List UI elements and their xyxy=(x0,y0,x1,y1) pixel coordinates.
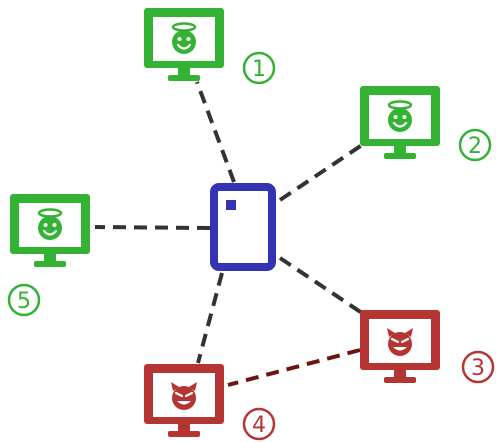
svg-text:4: 4 xyxy=(252,413,266,438)
computer-node-2 xyxy=(360,86,440,159)
node-label-5: 5 xyxy=(7,283,41,317)
monitor-base xyxy=(34,261,66,267)
monitor-base xyxy=(384,377,416,383)
svg-text:2: 2 xyxy=(468,134,482,159)
svg-text:5: 5 xyxy=(17,289,31,314)
node-label-2: 2 xyxy=(458,128,492,162)
svg-text:1: 1 xyxy=(252,57,266,82)
monitor-base xyxy=(168,75,200,81)
monitor-base xyxy=(384,153,416,159)
node-label-1: 1 xyxy=(242,51,276,85)
server-device-icon xyxy=(210,183,276,271)
monitor-neck xyxy=(178,424,190,432)
link-server-4 xyxy=(196,272,224,364)
link-3-4 xyxy=(227,348,361,387)
devil-face-icon xyxy=(171,382,197,410)
link-server-3 xyxy=(278,256,364,315)
computer-node-3 xyxy=(360,310,440,383)
monitor-neck xyxy=(394,146,406,154)
node-label-4: 4 xyxy=(242,407,276,441)
computer-node-5 xyxy=(10,194,90,267)
link-server-5 xyxy=(94,225,211,230)
monitor-neck xyxy=(394,370,406,378)
monitor-neck xyxy=(178,68,190,76)
svg-text:3: 3 xyxy=(471,356,485,381)
computer-node-1 xyxy=(144,8,224,81)
node-label-3: 3 xyxy=(461,350,495,384)
link-server-1 xyxy=(195,81,236,183)
angel-face-icon xyxy=(37,208,63,240)
devil-face-icon xyxy=(387,328,413,356)
angel-face-icon xyxy=(387,100,413,132)
monitor-neck xyxy=(44,254,56,262)
angel-face-icon xyxy=(171,22,197,54)
link-server-2 xyxy=(278,143,364,202)
computer-node-4 xyxy=(144,364,224,437)
monitor-base xyxy=(168,431,200,437)
connections xyxy=(94,81,364,387)
